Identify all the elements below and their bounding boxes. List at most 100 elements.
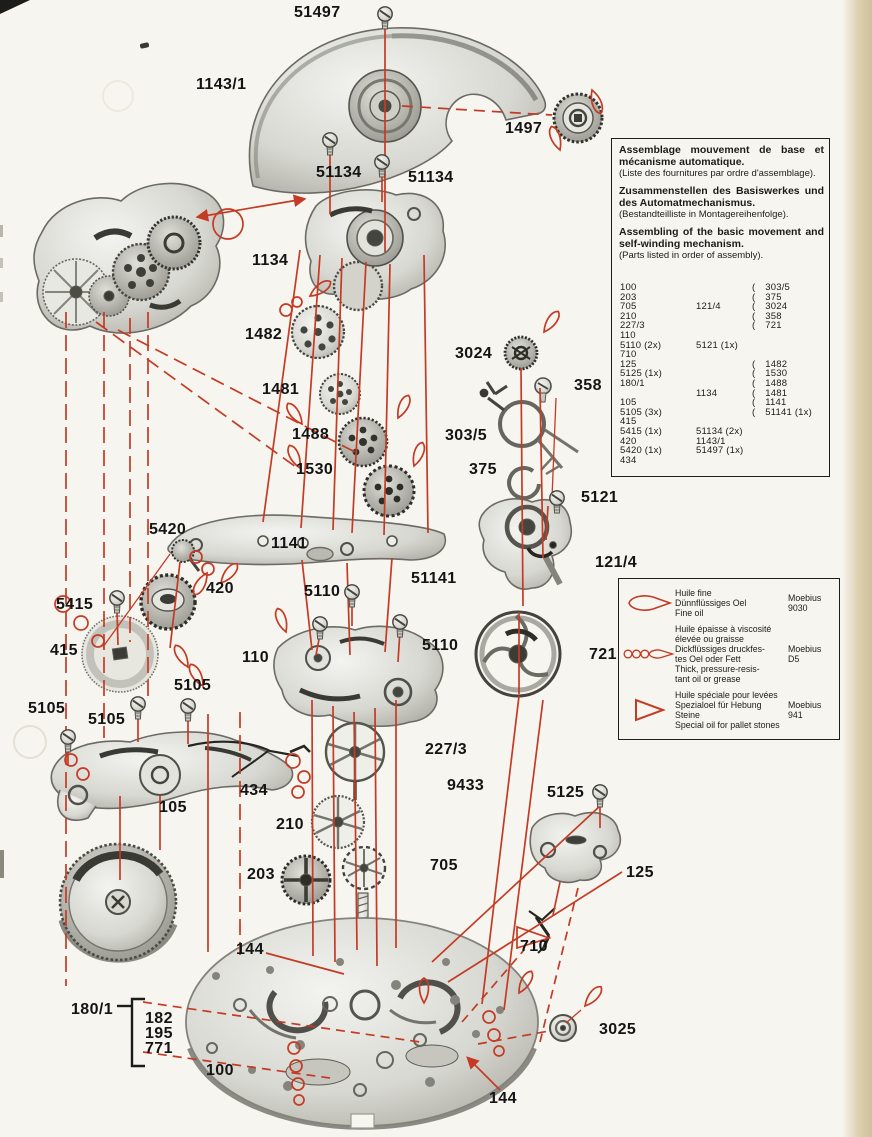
subheading-french: (Liste des fournitures par ordre d'assem… xyxy=(619,168,816,179)
pallet-bridge xyxy=(529,811,622,884)
part-label-5110: 5110 xyxy=(422,637,459,654)
part-label-144: 144 xyxy=(236,941,264,958)
group-bracket xyxy=(117,997,145,1068)
part-label-121-4: 121/4 xyxy=(595,554,638,571)
assembly-order-row: 180/1( 1488 xyxy=(620,377,788,389)
part-label-203: 203 xyxy=(247,866,275,883)
part-label-1530: 1530 xyxy=(296,461,334,478)
part-label-1488: 1488 xyxy=(292,426,330,443)
assembly-order-row: 227/3( 721 xyxy=(620,320,782,332)
part-label-771: 771 xyxy=(145,1040,173,1057)
assembly-order-row: 415 xyxy=(620,416,637,428)
part-label-1497: 1497 xyxy=(505,120,543,137)
page-edge-shadow xyxy=(842,0,872,1137)
assembly-order-row: 100( 303/5 xyxy=(620,282,791,293)
part-label-182: 182 xyxy=(145,1010,173,1027)
part-label-5105: 5105 xyxy=(28,700,66,717)
part-label-195: 195 xyxy=(145,1025,173,1042)
screw-icon xyxy=(376,5,394,31)
part-label-180-1: 180/1 xyxy=(71,1001,114,1018)
part-label-144: 144 xyxy=(489,1090,517,1107)
assembly-order-row: 210( 358 xyxy=(620,310,782,322)
oscillating-weight xyxy=(248,27,547,194)
balance-cock xyxy=(478,498,572,590)
heading-german: Zusammenstellen des Basiswerkes und des … xyxy=(619,185,824,209)
assembly-order-row: 5415 (1x)51134 (2x) xyxy=(620,425,743,437)
part-label-227-3: 227/3 xyxy=(425,741,468,758)
part-label-5105: 5105 xyxy=(88,711,126,728)
part-label-51141: 51141 xyxy=(411,570,457,587)
part-label-51497: 51497 xyxy=(294,4,341,21)
part-label-1141: 1141 xyxy=(271,535,308,552)
train-bridge xyxy=(273,625,444,727)
assembly-order-row: 5110 (2x)5121 (1x) xyxy=(620,339,738,351)
assembly-order-row: 110 xyxy=(620,329,636,341)
assembly-order-row: 5420 (1x)51497 (1x) xyxy=(620,445,744,457)
part-label-710: 710 xyxy=(520,938,548,955)
driving-wheel xyxy=(474,610,562,698)
regulator-parts xyxy=(479,381,579,501)
part-label-1482: 1482 xyxy=(245,326,283,343)
pallet-oil-mark xyxy=(516,925,552,950)
part-label-434: 434 xyxy=(240,782,268,799)
heading-english: Assembling of the basic movement and sel… xyxy=(619,226,824,250)
part-label-5415: 5415 xyxy=(56,596,94,613)
thick-oil-drop-icon xyxy=(623,644,675,664)
part-label-1143-1: 1143/1 xyxy=(196,76,247,93)
assembly-order-row: 203( 375 xyxy=(620,291,782,303)
barrel-bridge xyxy=(50,731,294,822)
oil-product: Moebius 941 xyxy=(788,700,822,720)
part-label-375: 375 xyxy=(469,461,497,478)
part-label-5105: 5105 xyxy=(174,677,212,694)
oil-product: Moebius 9030 xyxy=(788,593,822,613)
part-label-9433: 9433 xyxy=(447,777,485,794)
assembly-order-row: 125( 1482 xyxy=(620,358,788,370)
part-label-415: 415 xyxy=(50,642,78,659)
info-box-headings: Assemblage mouvement de base et mécanism… xyxy=(619,144,824,268)
screw-icon xyxy=(343,583,361,608)
barrel-drum xyxy=(58,842,178,963)
subheading-english: (Parts listed in order of assembly). xyxy=(619,250,764,261)
automatic-bridge-plate xyxy=(167,514,447,566)
screw-icon xyxy=(108,589,126,614)
part-label-100: 100 xyxy=(206,1062,234,1079)
assembly-order-row: 5125 (1x)( 1530 xyxy=(620,368,788,380)
part-label-5125: 5125 xyxy=(547,784,585,801)
fine-oil-drop-icon xyxy=(623,593,675,613)
part-label-3024: 3024 xyxy=(455,345,493,362)
pallet-oil-triangle-icon xyxy=(623,697,675,723)
screw-icon xyxy=(179,697,197,722)
oil-marks xyxy=(54,87,606,1106)
parts-illustrations xyxy=(33,27,622,1130)
part-label-110: 110 xyxy=(242,649,270,666)
cap-358 xyxy=(534,377,552,403)
automatic-bridge-assembly xyxy=(33,182,225,334)
part-label-5420: 5420 xyxy=(149,521,187,538)
part-label-51134: 51134 xyxy=(316,164,362,181)
heading-french: Assemblage mouvement de base et mécanism… xyxy=(619,144,824,168)
part-label-1481: 1481 xyxy=(262,381,300,398)
winding-wheels xyxy=(81,539,201,693)
part-label-125: 125 xyxy=(626,864,654,881)
cap-jewel-3025 xyxy=(549,1014,577,1042)
assembly-order-row: 434 xyxy=(620,454,637,466)
main-plate xyxy=(185,917,539,1130)
part-label-5121: 5121 xyxy=(581,489,619,506)
screw-icon xyxy=(129,695,147,720)
reverser-gear xyxy=(552,92,604,144)
part-label-705: 705 xyxy=(430,857,458,874)
assembly-order-row: 710 xyxy=(620,349,637,361)
assembly-info-box: Assemblage mouvement de base et mécanism… xyxy=(611,138,830,477)
click-spring xyxy=(187,740,311,778)
